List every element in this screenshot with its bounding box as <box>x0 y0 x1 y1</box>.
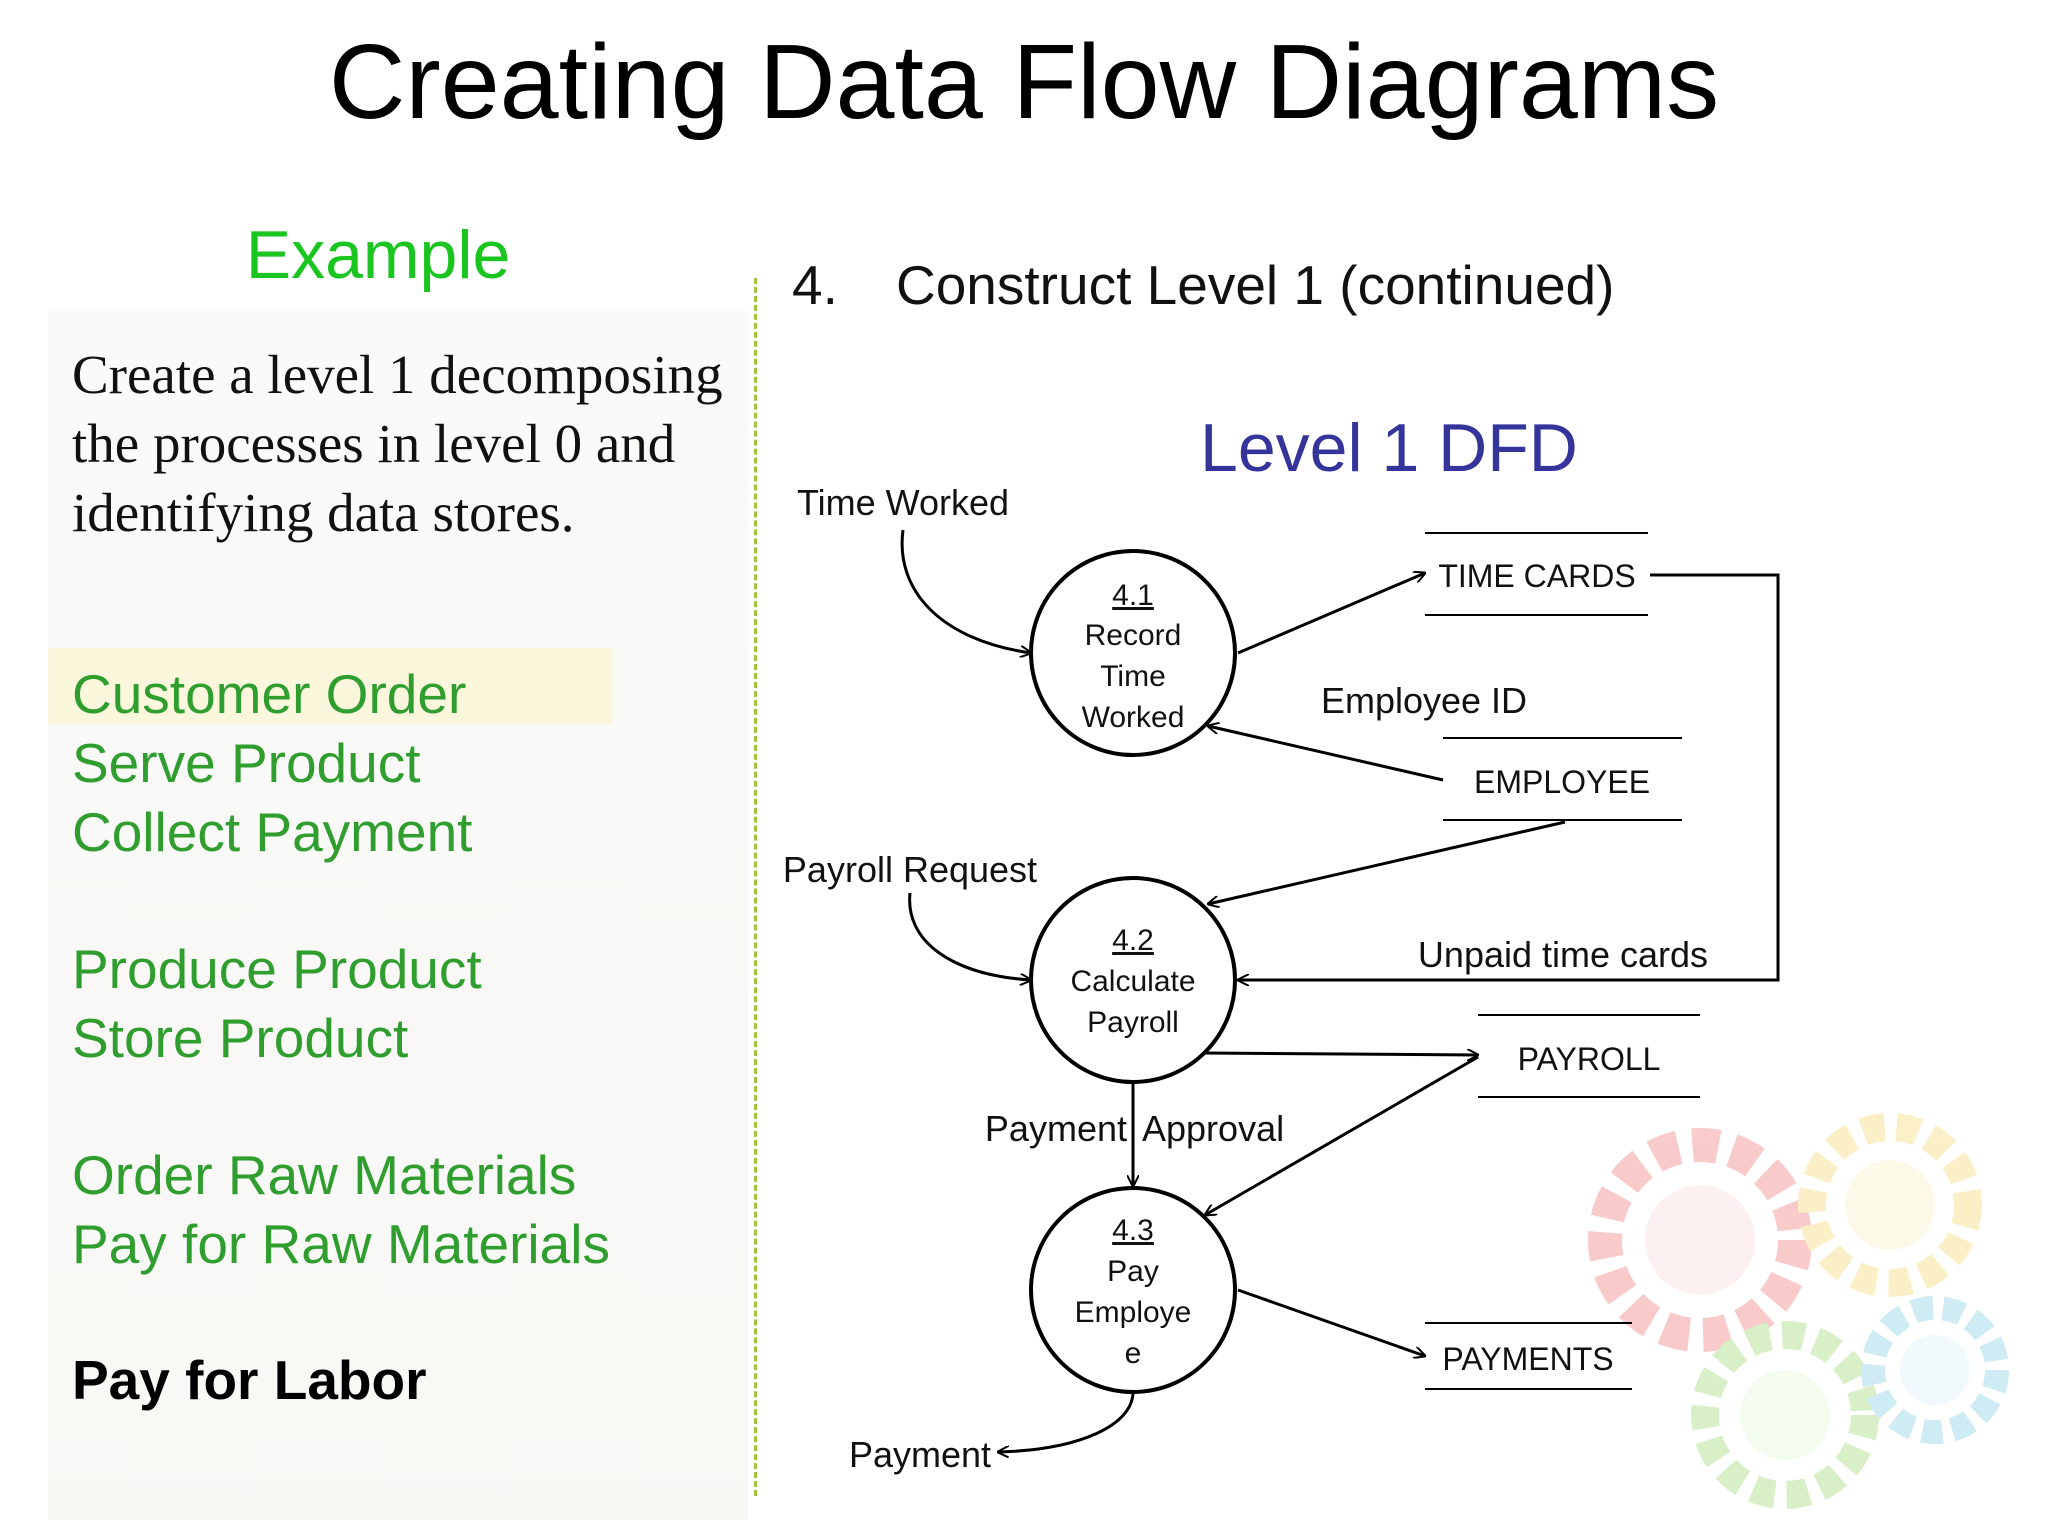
flow-pay-to-payments <box>1237 1288 1425 1356</box>
list-item: Store Product <box>72 1007 409 1069</box>
flow-unpaid-time-cards <box>1238 573 1780 980</box>
left-panel-background <box>48 310 748 1520</box>
process-label: Calculate <box>1070 965 1195 998</box>
process-label: Worked <box>1082 701 1185 734</box>
slide-title: Creating Data Flow Diagrams <box>328 23 1720 141</box>
flow-label: Time Worked <box>797 482 1009 523</box>
process-id: 4.3 <box>1112 1214 1154 1247</box>
process-label: e <box>1125 1337 1142 1370</box>
flow-time-worked <box>900 529 1031 653</box>
list-item: Pay for Raw Materials <box>72 1213 610 1275</box>
flow-payment-out <box>998 1391 1135 1452</box>
step-number: 4. <box>792 254 838 316</box>
flow-payroll-to-pay <box>1205 1055 1479 1215</box>
list-item: Order Raw Materials <box>72 1144 577 1206</box>
list-item: Produce Product <box>72 938 482 1000</box>
flow-label: Unpaid time cards <box>1418 934 1708 975</box>
list-item: Collect Payment <box>72 801 473 863</box>
data-store-label: EMPLOYEE <box>1474 764 1650 800</box>
process-label: Record <box>1085 619 1182 652</box>
flow-record-to-time-cards <box>1237 573 1425 655</box>
data-store-label: TIME CARDS <box>1438 558 1635 594</box>
process-label: Time <box>1100 660 1166 693</box>
flow-label: Payroll Request <box>783 849 1037 890</box>
data-store-payroll <box>1478 1014 1700 1098</box>
diagram-title: Level 1 DFD <box>1200 410 1578 486</box>
process-label: Employe <box>1075 1296 1192 1329</box>
process-id: 4.1 <box>1112 579 1154 612</box>
column-divider <box>754 278 757 1496</box>
list-item: Customer Order <box>72 663 467 725</box>
highlight-band <box>48 648 613 724</box>
flow-label: Approval <box>1142 1108 1284 1149</box>
data-store-label: PAYROLL <box>1518 1041 1661 1077</box>
flow-label: Employee ID <box>1321 680 1527 721</box>
flow-payroll-request <box>908 892 1031 980</box>
flow-label: Payment <box>985 1108 1127 1149</box>
data-store-label: PAYMENTS <box>1442 1341 1613 1377</box>
data-store-employee <box>1443 737 1682 821</box>
process-id: 4.2 <box>1112 924 1154 957</box>
emphasized-item: Pay for Labor <box>72 1349 427 1411</box>
intro-text: Create a level 1 decomposing the process… <box>72 344 723 543</box>
flow-employee-id <box>1208 726 1444 782</box>
process-label: Pay <box>1107 1255 1159 1288</box>
flow-payroll-to-store <box>1204 1053 1478 1055</box>
example-heading: Example <box>245 217 511 293</box>
flow-employee-to-payroll <box>1208 820 1566 904</box>
data-store-time-cards <box>1425 532 1648 616</box>
list-item: Serve Product <box>72 732 421 794</box>
flow-label: Payment <box>849 1434 991 1475</box>
gears-decoration <box>1588 1113 2009 1509</box>
data-store-payments <box>1425 1322 1632 1390</box>
step-heading: Construct Level 1 (continued) <box>896 254 1615 316</box>
process-label: Payroll <box>1087 1006 1179 1039</box>
